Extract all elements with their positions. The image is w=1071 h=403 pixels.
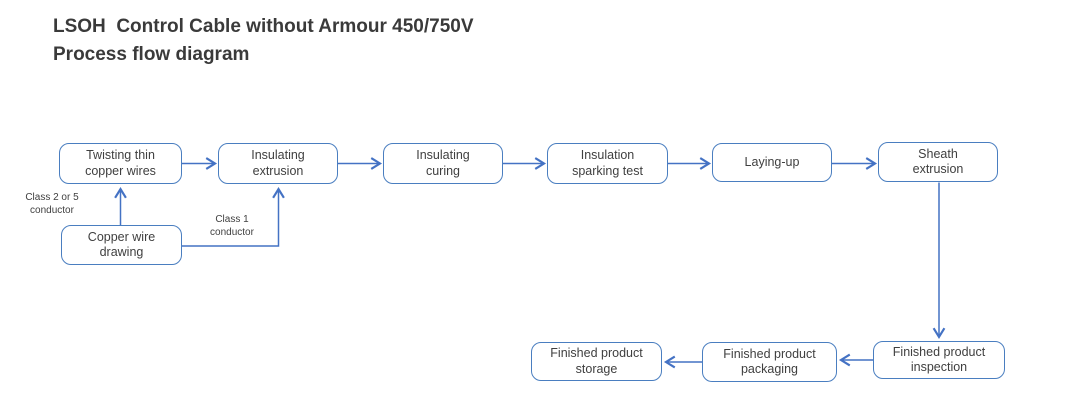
node-twisting-thin-copper-wires: Twisting thin copper wires <box>59 143 182 184</box>
node-copper-wire-drawing: Copper wire drawing <box>61 225 182 265</box>
edge-label-class-2-or-5-conductor: Class 2 or 5 conductor <box>25 192 79 216</box>
node-finished-product-storage: Finished product storage <box>531 342 662 381</box>
title-line-2: Process flow diagram <box>53 44 250 65</box>
node-insulation-sparking-test: Insulation sparking test <box>547 143 668 184</box>
edge-label-class-1-conductor: Class 1 conductor <box>210 214 254 238</box>
diagram-title: LSOH Control Cable without Armour 450/75… <box>53 13 474 69</box>
node-sheath-extrusion: Sheath extrusion <box>878 142 998 182</box>
node-laying-up: Laying-up <box>712 143 832 182</box>
node-insulating-extrusion: Insulating extrusion <box>218 143 338 184</box>
node-finished-product-packaging: Finished product packaging <box>702 342 837 382</box>
node-finished-product-inspection: Finished product inspection <box>873 341 1005 379</box>
title-line-1: LSOH Control Cable without Armour 450/75… <box>53 16 474 37</box>
node-insulating-curing: Insulating curing <box>383 143 503 184</box>
